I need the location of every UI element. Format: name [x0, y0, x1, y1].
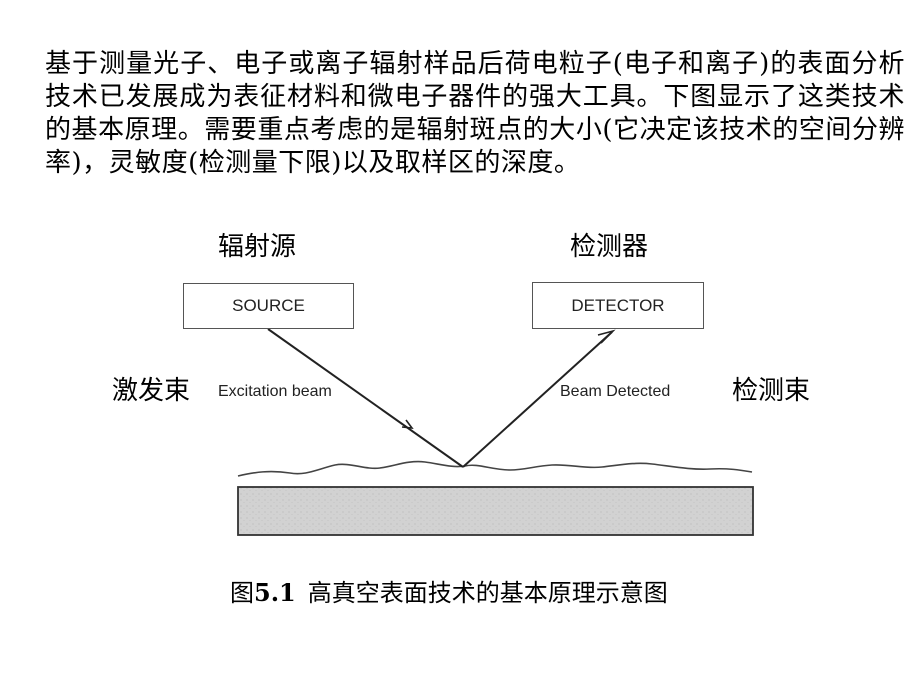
detected-beam-arrowhead [597, 329, 616, 344]
excitation-label-en: Excitation beam [218, 383, 332, 400]
detected-label-en: Beam Detected [560, 383, 671, 400]
caption-text: 高真空表面技术的基本原理示意图 [307, 579, 668, 607]
excitation-label-zh: 激发束 [112, 376, 191, 406]
intro-paragraph: 基于测量光子、电子或离子辐射样品后荷电粒子(电子和离子)的表面分析技术已发展成为… [45, 49, 905, 178]
figure-caption: 图5.1 高真空表面技术的基本原理示意图 [230, 578, 668, 608]
detected-label-zh: 检测束 [732, 376, 811, 406]
caption-number: 5.1 [254, 578, 296, 607]
source-box: SOURCE [183, 283, 354, 329]
source-label-zh: 辐射源 [218, 232, 297, 262]
detected-beam-line [462, 331, 613, 468]
sample-surface-line [237, 460, 753, 477]
caption-prefix: 图 [230, 579, 254, 607]
detector-label-zh: 检测器 [570, 232, 649, 262]
sample-substrate [237, 486, 754, 536]
detector-box: DETECTOR [532, 282, 704, 329]
excitation-beam-line [267, 328, 464, 468]
excitation-beam-arrowhead [401, 419, 414, 429]
